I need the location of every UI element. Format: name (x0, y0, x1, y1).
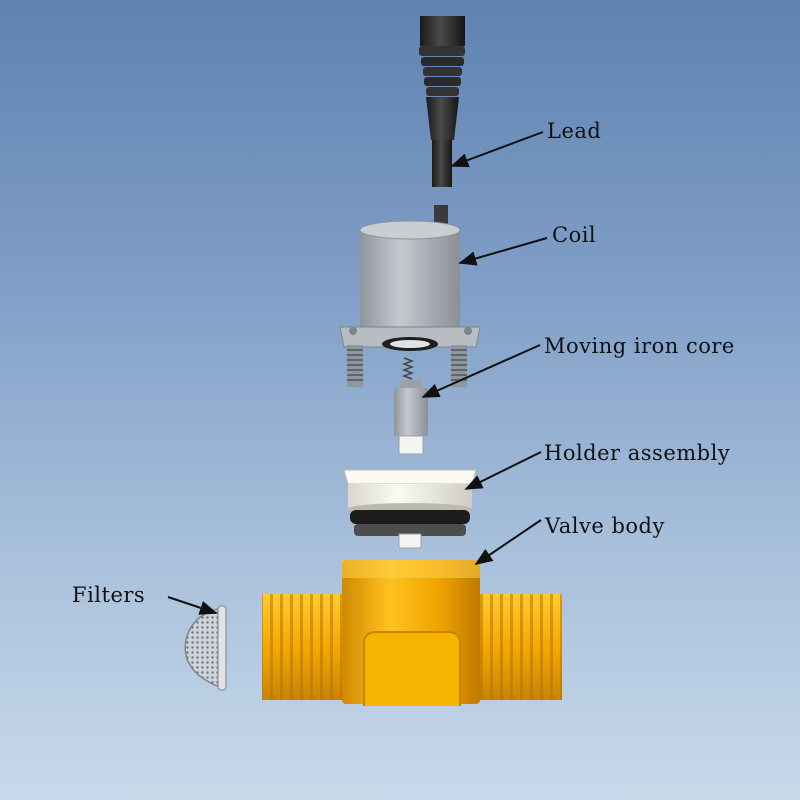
holder-arrow (464, 451, 542, 490)
valve-arrow (474, 519, 542, 566)
holder-assembly-label: Holder assembly (544, 441, 731, 465)
lead-label: Lead (547, 119, 602, 143)
valve-body-label: Valve body (545, 514, 665, 538)
coil-screw-right (451, 345, 467, 387)
lead-arrow (450, 131, 544, 168)
moving-iron-core-label: Moving iron core (544, 334, 735, 358)
core-arrow (421, 344, 541, 398)
coil-label: Coil (552, 223, 597, 247)
filter-part (184, 605, 227, 691)
holder-assembly-part (343, 469, 477, 549)
filters-label: Filters (72, 583, 146, 607)
lead-part (419, 16, 465, 187)
coil-arrow (458, 237, 548, 266)
coil-screw-left (347, 345, 363, 387)
valve-body-part (262, 560, 562, 706)
coil-part (339, 205, 481, 387)
iron-core-part (394, 357, 428, 455)
filters-arrow (167, 596, 218, 615)
leader-lines (167, 131, 548, 615)
